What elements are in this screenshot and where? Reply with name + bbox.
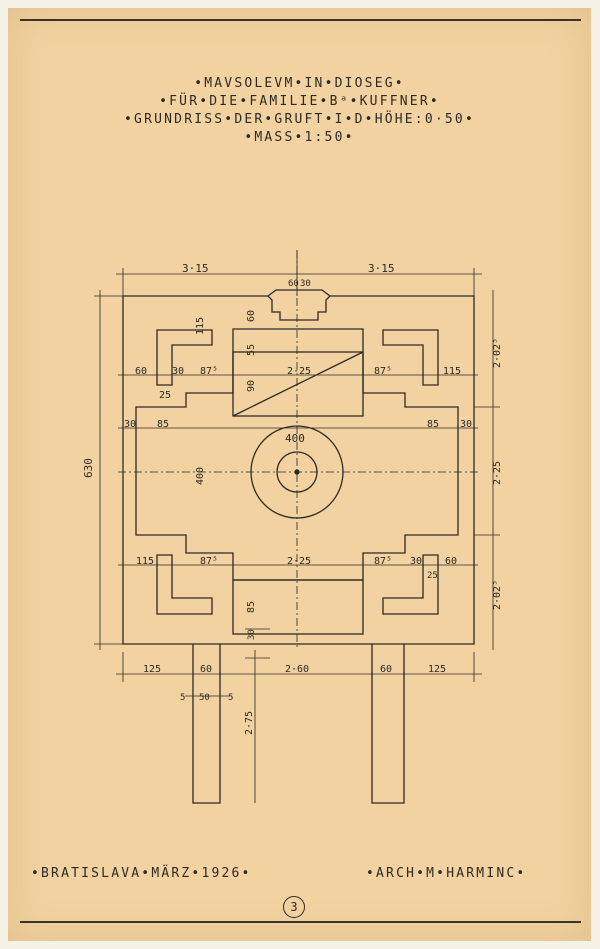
dim-90: 90 [246, 380, 257, 392]
dim-60-bl: 60 [200, 664, 212, 675]
dim-50: 50 [199, 693, 210, 703]
dim-225-bot: 2·25 [287, 556, 311, 567]
dim-5-b: 5 [228, 693, 233, 703]
bottom-border-line [20, 921, 581, 923]
dim-top-30: 30 [300, 279, 311, 289]
dim-30-b: 30 [247, 629, 257, 640]
dim-260: 2·60 [285, 664, 309, 675]
dim-top-right: 3·15 [368, 262, 395, 275]
floor-plan: 3·15 3·15 60 30 630 400 115 60 55 90 60 … [82, 250, 503, 804]
top-border-line [20, 19, 581, 21]
dim-875-br: 87⁵ [374, 556, 392, 567]
title-line-4: •MASS•1:50• [244, 130, 355, 145]
title-line-2: •FÜR•DIE•FAMILIE•Bᵃ•KUFFNER• [159, 94, 440, 109]
dim-top-60: 60 [288, 279, 299, 289]
dim-115-tl: 115 [195, 317, 206, 335]
dim-2025-bot: 2·02⁵ [492, 580, 503, 610]
dim-225-top: 2·25 [287, 366, 311, 377]
dim-circle: 400 [285, 432, 305, 445]
dim-225-r: 2·25 [492, 461, 503, 485]
dim-30-left: 30 [172, 366, 184, 377]
dim-85-r: 85 [427, 419, 439, 430]
dim-85-l: 85 [157, 419, 169, 430]
dim-30-r: 30 [460, 419, 472, 430]
dim-2025-top: 2·02⁵ [492, 338, 503, 368]
dim-30-br: 30 [410, 556, 422, 567]
dim-875-tr: 87⁵ [374, 366, 392, 377]
dim-875-tl: 87⁵ [200, 366, 218, 377]
footer-place-date: •BRATISLAVA•MÄRZ•1926• [31, 866, 252, 881]
dim-85-b: 85 [246, 601, 257, 613]
drawing-sheet: •MAVSOLEVM•IN•DIOSEG• •FÜR•DIE•FAMILIE•B… [8, 8, 591, 941]
dim-top-left: 3·15 [182, 262, 209, 275]
dim-total-height: 630 [82, 458, 95, 478]
title-line-1: •MAVSOLEVM•IN•DIOSEG• [194, 76, 405, 91]
dim-25-tl: 25 [159, 390, 171, 401]
sheet-number: 3 [283, 896, 305, 918]
dim-30-l2: 30 [124, 419, 136, 430]
dim-400-v: 400 [195, 467, 206, 485]
dim-275: 2·75 [244, 711, 255, 735]
dim-60-br2: 60 [380, 664, 392, 675]
dim-60-br: 60 [445, 556, 457, 567]
footer-architect: •ARCH•M•HARMINC• [366, 866, 527, 881]
dim-875-bl: 87⁵ [200, 556, 218, 567]
dim-60-c: 60 [246, 310, 257, 322]
dimension-lines [94, 250, 500, 803]
dim-125-l: 125 [143, 664, 161, 675]
dim-55: 55 [246, 344, 257, 356]
dim-125-r: 125 [428, 664, 446, 675]
dim-60-left: 60 [135, 366, 147, 377]
dim-25-br: 25 [427, 571, 438, 581]
title-line-3: •GRUNDRISS•DER•GRUFT•I•D•HÖHE:0·50• [124, 112, 475, 127]
dim-5-a: 5 [180, 693, 185, 703]
dim-115-bl: 115 [136, 556, 154, 567]
dim-115-r: 115 [443, 366, 461, 377]
